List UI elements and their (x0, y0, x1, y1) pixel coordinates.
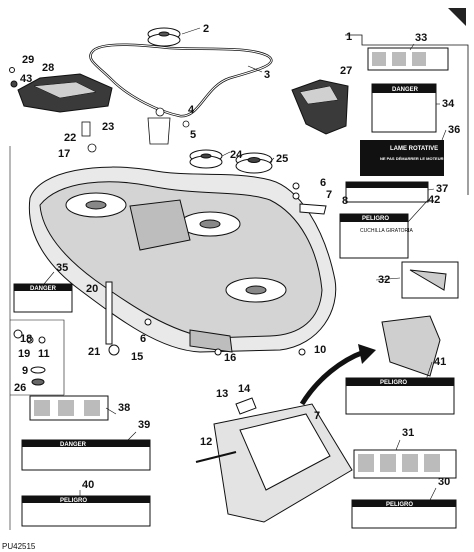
callout-8: 8 (342, 195, 348, 207)
callout-6b: 6 (140, 333, 146, 345)
discharge-chute (381, 315, 441, 377)
callout-29: 29 (22, 54, 34, 66)
corner-arrow-icon (448, 8, 466, 26)
callout-23: 23 (102, 121, 114, 133)
decal-33 (367, 47, 449, 71)
decal-30: PELIGRO (351, 499, 457, 529)
rod-20 (105, 281, 113, 345)
decal-35-danger: DANGER (30, 286, 57, 292)
decal-36-sub: NE PAS DÉMARRER LE MOTEUR (380, 156, 444, 161)
callout-2: 2 (203, 23, 209, 35)
callout-9: 9 (22, 365, 28, 377)
callout-38: 38 (118, 402, 130, 414)
callout-10: 10 (314, 344, 326, 356)
drive-belt-3 (89, 43, 273, 118)
decal-30-peligro: PELIGRO (386, 502, 413, 508)
callout-36: 36 (448, 124, 460, 136)
callout-16: 16 (224, 352, 236, 364)
fasteners (9, 67, 327, 415)
callout-43: 43 (20, 73, 32, 85)
decal-31 (353, 449, 457, 479)
callout-28: 28 (42, 62, 54, 74)
decal-39-danger: DANGER (60, 442, 87, 448)
callout-18: 18 (20, 333, 32, 345)
decal-37 (345, 181, 429, 203)
callout-37: 37 (436, 183, 448, 195)
decal-42-sub: CUCHILLA GIRATORIA (360, 228, 414, 234)
callout-41: 41 (434, 356, 446, 368)
callout-1: 1 (346, 31, 352, 43)
callout-21: 21 (88, 346, 100, 358)
pulley-24 (189, 149, 223, 169)
belt-shield-28 (17, 73, 113, 113)
callout-34: 34 (442, 98, 455, 110)
belt-shield-27 (291, 79, 349, 135)
mower-deck (28, 166, 337, 353)
decal-41: PELIGRO (345, 377, 455, 415)
callout-39: 39 (138, 419, 150, 431)
callout-13: 13 (216, 388, 228, 400)
callout-27: 27 (340, 65, 352, 77)
rod-12 (195, 451, 237, 463)
callout-25: 25 (276, 153, 288, 165)
callout-7a: 7 (326, 189, 332, 201)
callout-33: 33 (415, 32, 427, 44)
small-hardware (81, 107, 190, 153)
callout-3: 3 (264, 69, 270, 81)
pulley-25 (235, 152, 273, 174)
group-bracket-1 (345, 34, 469, 195)
callout-numbers: 2 3 1 33 27 29 28 43 4 5 34 22 23 17 36 … (14, 23, 460, 491)
idler-pulley-2 (147, 27, 181, 47)
callout-14: 14 (238, 383, 251, 395)
callout-4: 4 (188, 104, 195, 116)
mulch-cover (213, 403, 353, 523)
callout-32: 32 (378, 274, 390, 286)
callout-26: 26 (14, 382, 26, 394)
decal-41-peligro: PELIGRO (380, 380, 407, 386)
decal-36: LAME ROTATIVE NE PAS DÉMARRER LE MOTEUR (360, 140, 444, 176)
callout-7b: 7 (314, 410, 320, 422)
callout-22: 22 (64, 132, 76, 144)
direction-arrow-icon (299, 349, 365, 406)
callout-40: 40 (82, 479, 94, 491)
callout-35: 35 (56, 262, 68, 274)
decal-40: PELIGRO (21, 495, 151, 527)
callout-31: 31 (402, 427, 414, 439)
decal-39: DANGER (21, 439, 151, 471)
diagram-id: PU42515 (2, 542, 36, 551)
leader-lines (43, 27, 447, 501)
decal-36-head: LAME ROTATIVE (390, 146, 438, 152)
callout-30: 30 (438, 476, 450, 488)
decal-40-peligro: PELIGRO (60, 498, 87, 504)
callout-24: 24 (230, 149, 243, 161)
decal-35: DANGER (13, 283, 73, 313)
decal-34: DANGER (371, 83, 437, 133)
decal-32 (401, 261, 459, 299)
callout-42: 42 (428, 194, 440, 206)
callout-5: 5 (190, 129, 196, 141)
callout-20: 20 (86, 283, 98, 295)
callout-15: 15 (131, 351, 143, 363)
callout-17: 17 (58, 148, 70, 160)
decal-34-danger: DANGER (392, 87, 419, 93)
decal-38 (29, 395, 109, 421)
callout-6a: 6 (320, 177, 326, 189)
callout-frames (9, 146, 65, 530)
callout-19: 19 (18, 348, 30, 360)
decal-42: PELIGRO CUCHILLA GIRATORIA (339, 213, 414, 259)
decal-42-peligro: PELIGRO (362, 216, 389, 222)
callout-11: 11 (38, 348, 50, 360)
callout-12: 12 (200, 436, 212, 448)
